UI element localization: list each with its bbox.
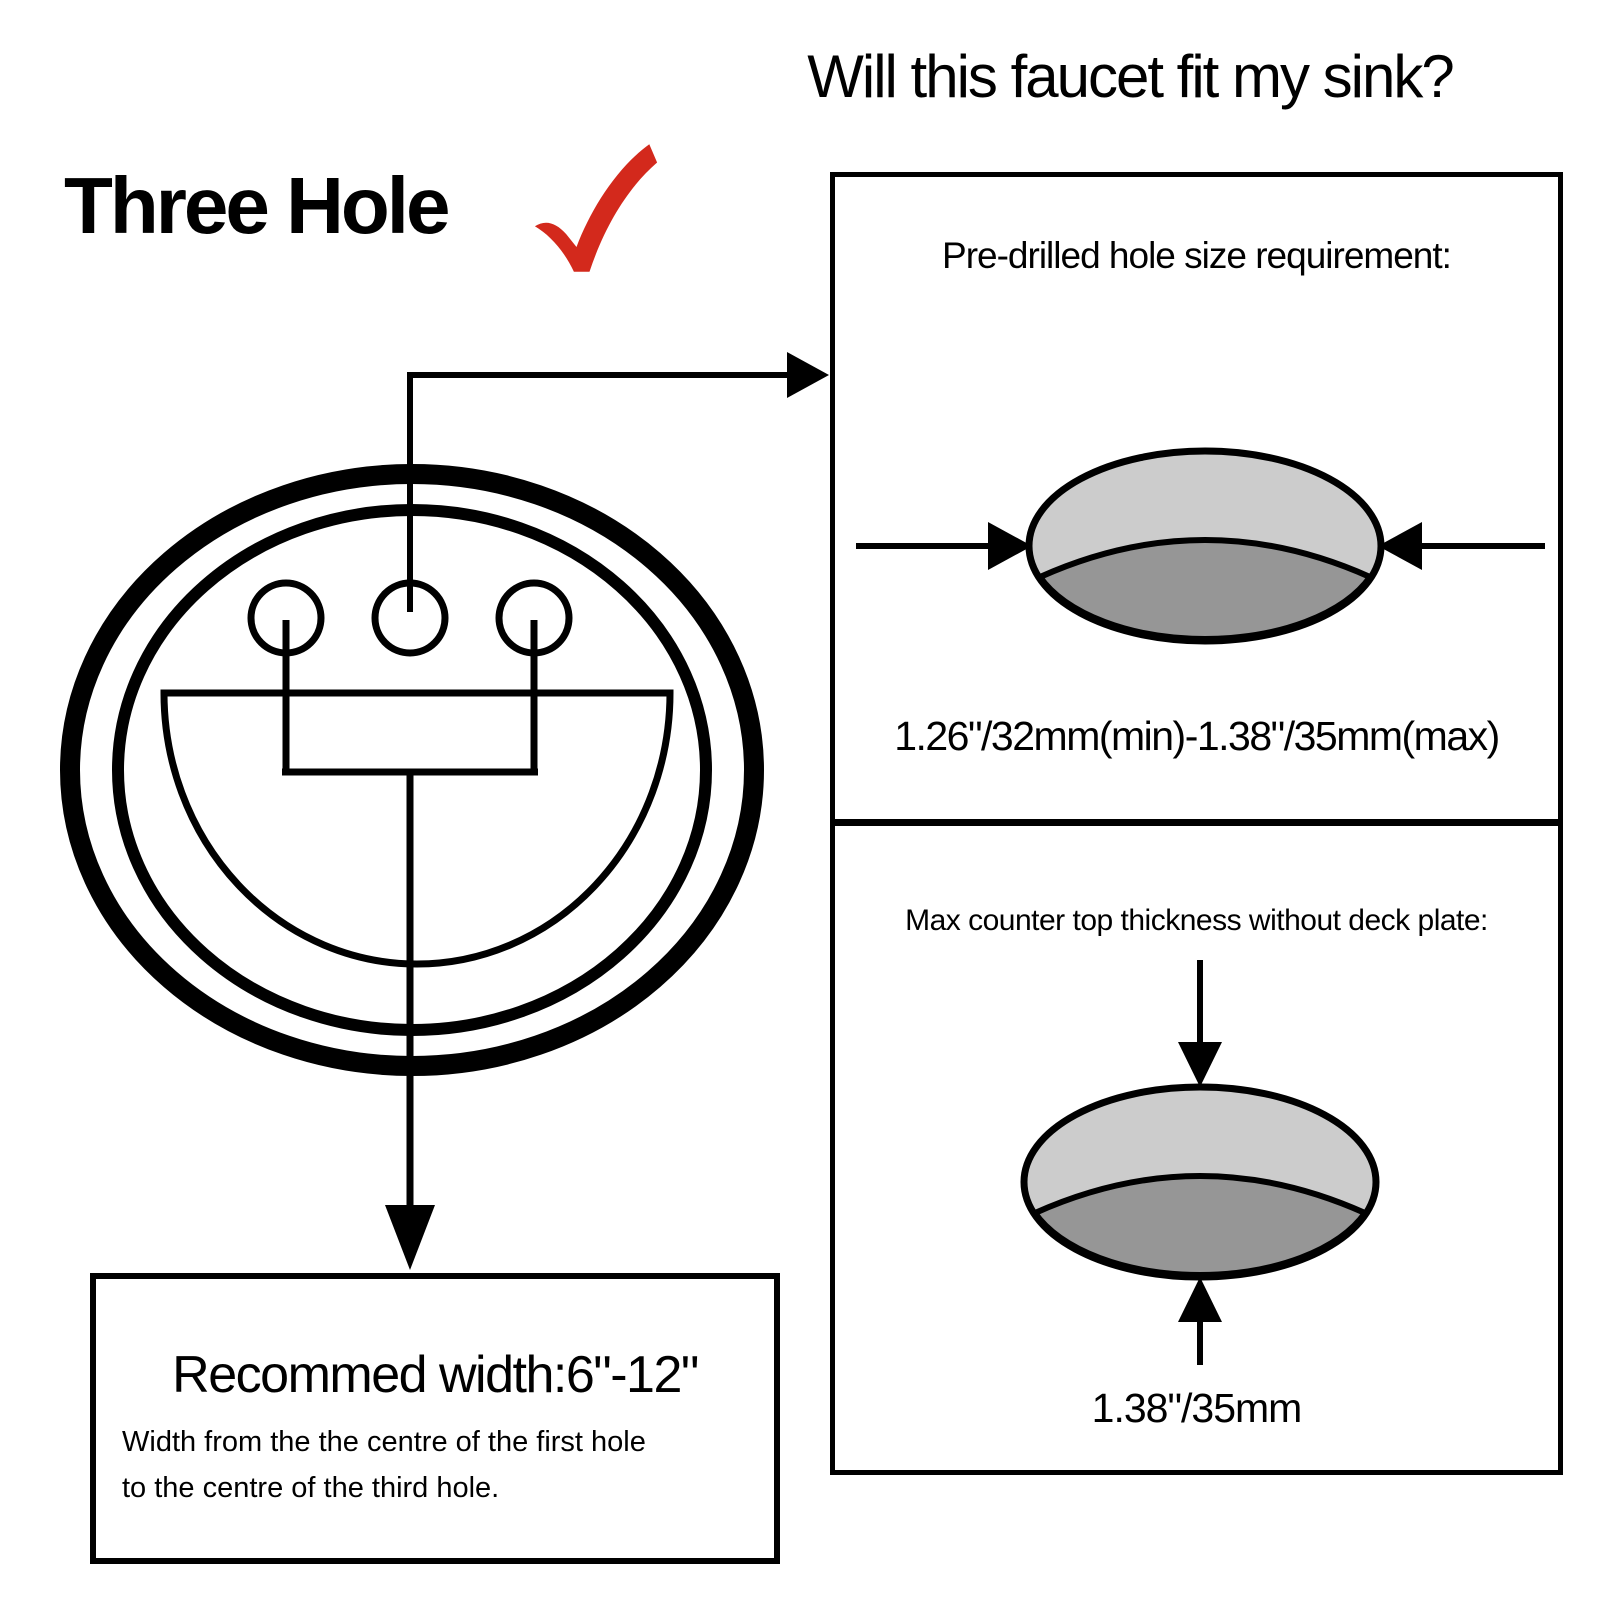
counter-thickness-measurement: 1.38"/35mm	[1091, 1385, 1303, 1431]
sink-top-view-diagram	[60, 464, 764, 1076]
faucet-hole-right	[495, 579, 573, 657]
hole-size-section	[835, 177, 1558, 826]
sink-basin	[160, 689, 674, 968]
sink-inner-rim	[112, 504, 712, 1036]
check-mark-icon	[534, 144, 658, 272]
recommended-width-box: Recommed width:6"-12" Width from the the…	[90, 1273, 780, 1564]
note-line-2: to the centre of the third hole.	[122, 1472, 500, 1504]
note-line-1: Width from the the centre of the first h…	[122, 1426, 646, 1458]
spec-panel: Pre-drilled hole size requirement: 1.26"…	[830, 172, 1563, 1475]
faucet-hole-middle	[371, 579, 449, 657]
sink-type-label: Three Hole	[64, 161, 450, 250]
arrowhead-right-icon	[787, 352, 829, 398]
hole-size-heading: Pre-drilled hole size requirement:	[942, 235, 1452, 276]
faucet-hole-left	[247, 579, 325, 657]
hole-size-measurement: 1.26"/32mm(min)-1.38"/35mm(max)	[894, 713, 1500, 759]
counter-thickness-heading: Max counter top thickness without deck p…	[905, 904, 1488, 937]
sink-outer-rim	[60, 464, 764, 1076]
faucet-bracket	[282, 620, 538, 776]
sink-to-widthbox-arrow	[385, 772, 435, 1270]
page-title: Will this faucet fit my sink?	[807, 43, 1455, 110]
recommended-width-title: Recommed width:6"-12"	[172, 1346, 699, 1404]
hole-to-panel-arrow	[407, 352, 829, 612]
recommended-width-note: Width from the the centre of the first h…	[122, 1419, 767, 1511]
arrowhead-down-icon	[385, 1205, 435, 1270]
